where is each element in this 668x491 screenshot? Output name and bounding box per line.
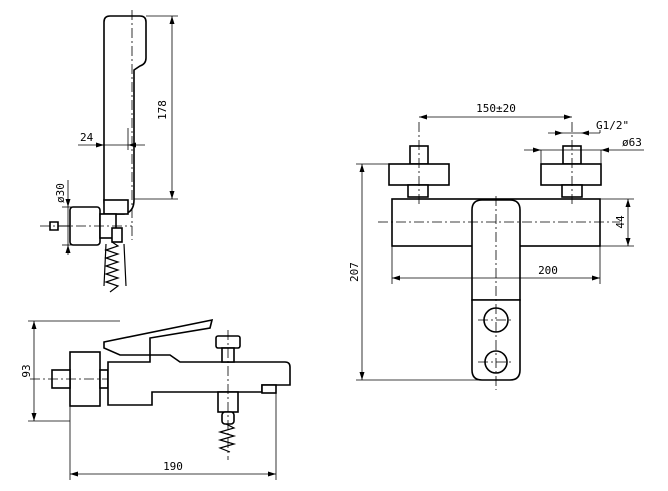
shower-hose	[104, 241, 120, 293]
dim-178-arrow-top	[169, 16, 175, 24]
dim-24-label: 24	[80, 131, 94, 144]
dim-93-arrow-top	[31, 321, 37, 329]
dim-178-label: 178	[156, 100, 169, 120]
front-left-nut	[407, 184, 429, 198]
dim-44-label: 44	[614, 215, 627, 229]
dim-thread-arrow-right	[581, 130, 589, 136]
dim-44-arrow-top	[625, 199, 631, 207]
dim-44-arrow-bottom	[625, 238, 631, 246]
dim-30-arrow-bottom	[65, 245, 71, 253]
shower-hose-outline	[103, 243, 127, 287]
dim-thread-label: G1/2"	[596, 119, 629, 132]
dim-93-arrow-bottom	[31, 413, 37, 421]
dim-93-label: 93	[20, 364, 33, 377]
dim-150-arrow-left	[419, 114, 427, 120]
hand-shower-handle-band	[103, 199, 129, 215]
dim-200-label: 200	[538, 264, 558, 277]
side-spout-outlet	[261, 384, 277, 394]
side-body	[107, 354, 291, 406]
wall-holder-clip	[111, 227, 123, 243]
dim-200-arrow-right	[592, 275, 600, 281]
dim-207-arrow-top	[359, 164, 365, 172]
dim-thread-arrow-left	[555, 130, 563, 136]
dim-207-label: 207	[348, 262, 361, 282]
dim-24-arrow-left	[96, 142, 104, 148]
dim-190-label: 190	[163, 460, 183, 473]
dim-150-label: 150±20	[476, 102, 516, 115]
dim-207-arrow-bottom	[359, 372, 365, 380]
side-hose	[217, 423, 237, 453]
dim-24-arrow-right	[128, 142, 136, 148]
dim-63-label: ø63	[622, 136, 642, 149]
dim-150-arrow-right	[564, 114, 572, 120]
side-lever	[103, 318, 214, 356]
dim-190-arrow-left	[70, 471, 78, 477]
dim-30-label: ø30	[54, 183, 67, 203]
side-view: 93 190	[20, 318, 291, 480]
dim-200-arrow-left	[392, 275, 400, 281]
front-right-rosette	[540, 163, 602, 186]
hand-shower-head	[103, 15, 147, 215]
front-view: 150±20 G1/2" ø63 44 200 207	[348, 102, 644, 390]
dim-30-arrow-top	[65, 199, 71, 207]
dim-63-arrow-right	[601, 147, 609, 153]
dim-178-arrow-bottom	[169, 191, 175, 199]
hand-shower-view: 178 24 ø30	[40, 10, 178, 293]
dim-190-arrow-right	[268, 471, 276, 477]
dim-63-arrow-left	[533, 147, 541, 153]
